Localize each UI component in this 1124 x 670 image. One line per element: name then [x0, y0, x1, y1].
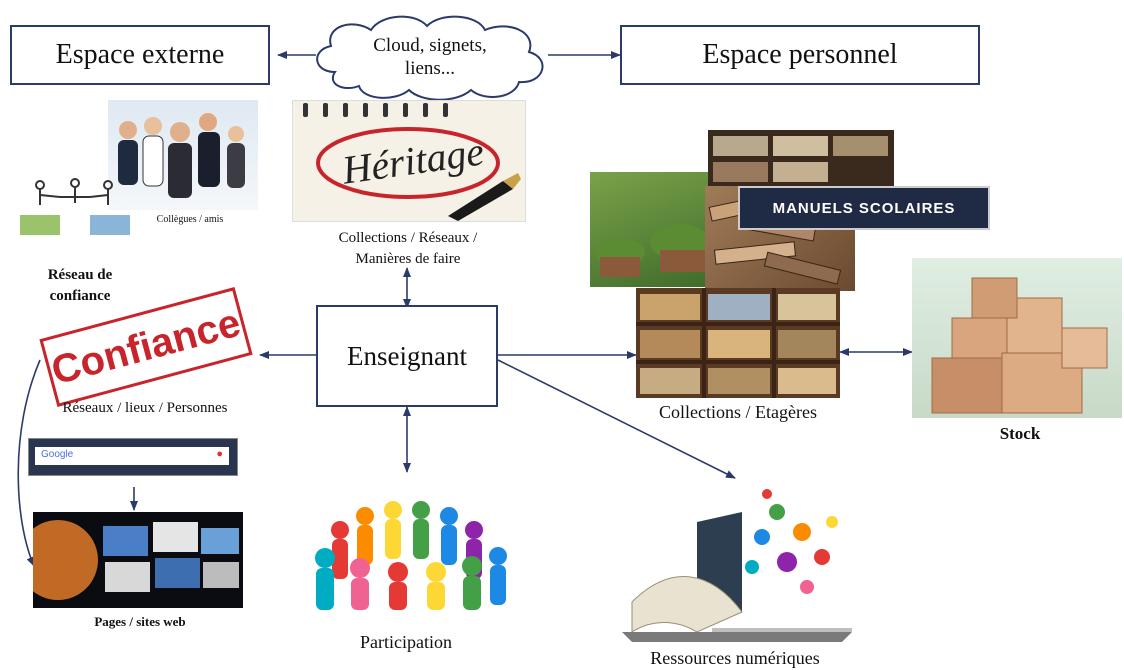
web-pages-caption: Pages / sites web [94, 614, 186, 629]
search-field: Google ● [35, 447, 229, 465]
people-circle-icon [315, 501, 507, 610]
reseau-line-2: confiance [49, 288, 111, 304]
enseignant-box: Enseignant [316, 305, 498, 407]
digital-resources-caption: Ressources numériques [650, 648, 820, 668]
espace-externe-box: Espace externe [10, 25, 270, 85]
manuels-banner: MANUELS SCOLAIRES [738, 186, 990, 230]
participation-image [300, 486, 514, 612]
heritage-line-2: Manières de faire [355, 251, 461, 267]
people-group-icon [118, 113, 245, 198]
enseignant-label: Enseignant [347, 340, 467, 371]
notebook-rings [293, 101, 525, 119]
cloud-line-1: Cloud, signets, [373, 35, 487, 56]
cloud-shape [316, 15, 544, 101]
bookshelf-image [636, 288, 840, 398]
confiance-caption: Réseaux / lieux / Personnes [62, 400, 228, 416]
stock-caption: Stock [999, 424, 1041, 443]
cloud-line-2: liens... [404, 58, 456, 79]
cassettes-icon [713, 136, 888, 182]
spiral-binding-icon [303, 103, 448, 117]
search-bar-image: Google ● [28, 438, 238, 476]
stock-image [912, 258, 1122, 418]
participation-caption: Participation [360, 632, 452, 652]
cloud-text: Cloud, signets, liens... [345, 34, 515, 80]
stick-figures-icon [20, 178, 130, 235]
laptop-book-icon [622, 489, 852, 642]
bookshelf-icon [636, 288, 840, 398]
arrow-confiance-to-pages [17, 359, 41, 567]
search-logo: Google [41, 449, 74, 460]
arrow-enseignant-digital [497, 359, 736, 479]
digital-resources-image [602, 482, 868, 644]
heritage-caption: Collections / Réseaux / Manières de fair… [300, 228, 516, 270]
microphone-icon: ● [216, 448, 223, 460]
pen-icon [448, 173, 521, 221]
network-figures [20, 175, 130, 235]
manuels-banner-text: MANUELS SCOLAIRES [772, 199, 956, 217]
screens-icon [33, 520, 239, 600]
heritage-image: Héritage [292, 100, 526, 222]
shelf-top-image [708, 130, 894, 190]
espace-personnel-label: Espace personnel [702, 39, 898, 70]
heritage-line-1: Collections / Réseaux / [338, 230, 478, 246]
collections-caption: Collections / Etagères [659, 402, 817, 422]
boxes-icon [931, 277, 1108, 414]
colleagues-photo [108, 100, 258, 210]
reseau-confiance-caption: Réseau de confiance [20, 265, 140, 307]
plants-icon [595, 224, 710, 277]
reseau-line-1: Réseau de [47, 267, 113, 283]
espace-externe-label: Espace externe [55, 39, 225, 70]
red-circle-icon [316, 127, 500, 199]
colleagues-image-caption: Collègues / amis [156, 214, 224, 225]
colleagues-image: Collègues / amis [20, 100, 260, 240]
garden-image [590, 172, 720, 287]
web-pages-image [33, 512, 243, 608]
espace-personnel-box: Espace personnel [620, 25, 980, 85]
